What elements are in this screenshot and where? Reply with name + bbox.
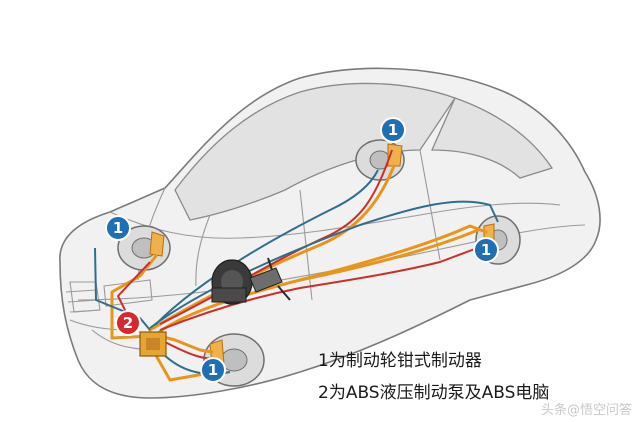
watermark: 头条@悟空问答 [540, 403, 632, 418]
svg-text:2: 2 [123, 314, 133, 332]
svg-text:1: 1 [113, 219, 123, 237]
car-windows [174, 82, 554, 221]
caliper-front-right [149, 231, 165, 257]
svg-text:1: 1 [208, 361, 218, 379]
callout-1-front-left: 1 [200, 357, 226, 383]
callout-1-front-right: 1 [105, 215, 131, 241]
svg-text:1: 1 [388, 121, 398, 139]
brake-lines-orange [110, 164, 488, 382]
abs-hydraulic-unit [139, 331, 167, 357]
caption-abs-unit: 2为ABS液压制动泵及ABS电脑 [318, 383, 550, 403]
callout-1-rear-left: 1 [473, 237, 499, 263]
svg-text:1: 1 [481, 241, 491, 259]
callout-2-abs-unit: 2 [115, 310, 141, 336]
brake-booster [211, 257, 291, 305]
caption-calipers: 1为制动轮钳式制动器 [318, 351, 482, 371]
callout-1-rear-right: 1 [380, 117, 406, 143]
